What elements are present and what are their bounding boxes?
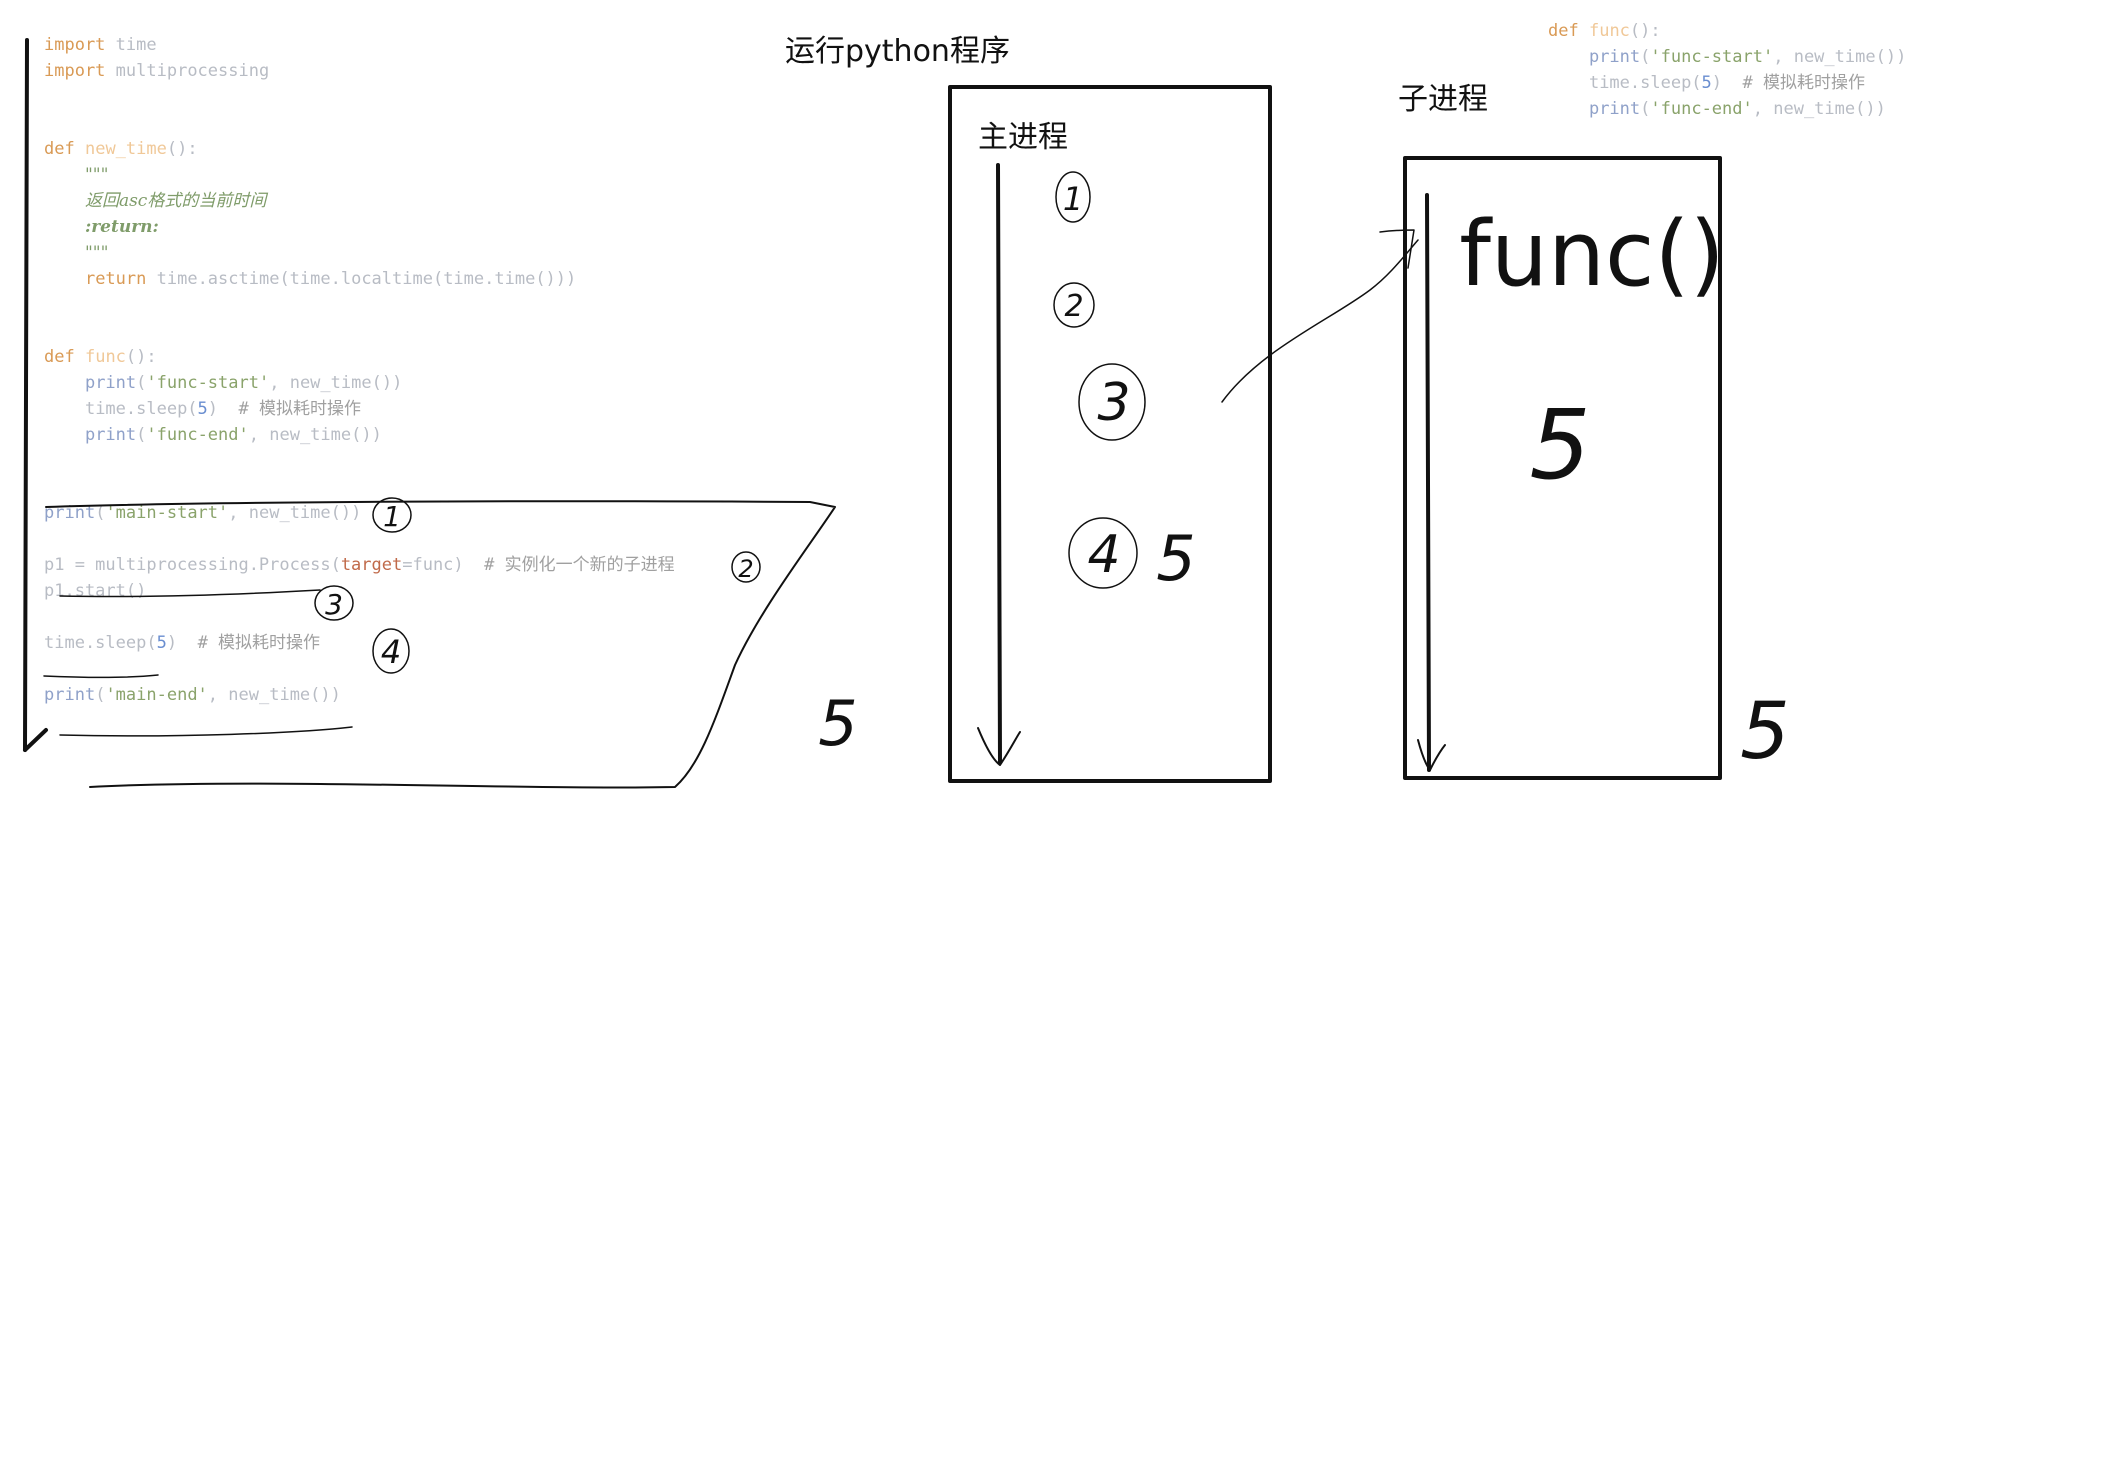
- code-number-2: 2: [738, 555, 753, 583]
- code-line: def func():: [44, 347, 157, 367]
- code-number-4: 4: [381, 633, 401, 671]
- main-duration-5-a: 5: [1156, 522, 1195, 595]
- spawn-connector: [1221, 239, 1419, 403]
- underline-p1: [59, 589, 321, 598]
- code-line: p1 = multiprocessing.Process(target=func…: [44, 555, 675, 575]
- code-line: def new_time():: [44, 139, 198, 159]
- code-line: print('main-end', new_time()): [44, 685, 341, 705]
- main-process-timeline: [996, 163, 1002, 764]
- code-line: import multiprocessing: [44, 61, 270, 81]
- underline-sleep: [43, 674, 159, 679]
- code-line: time.sleep(5) # 模拟耗时操作: [44, 633, 321, 653]
- code-block-left: import time import multiprocessing def n…: [44, 35, 675, 705]
- page-title: 运行python程序: [785, 34, 1010, 69]
- child-duration-5-inner: 5: [1529, 389, 1590, 501]
- step-circle-1: [1055, 171, 1091, 223]
- main-duration-5-b: 5: [818, 687, 857, 760]
- left-timeline-line: [23, 38, 29, 752]
- code-line: print('main-start', new_time()): [44, 503, 362, 523]
- child-process-timeline: [1425, 193, 1431, 772]
- code-line: import time: [44, 35, 157, 55]
- main-code-outline: [45, 500, 836, 789]
- underline-main-end: [59, 726, 353, 737]
- docstring: :return:: [84, 217, 159, 237]
- code-circle-4: [372, 628, 410, 674]
- spawn-connector-tick: [1379, 229, 1415, 269]
- code-block-right: def func(): print('func-start', new_time…: [1548, 21, 1907, 119]
- code-number-3: 3: [325, 588, 343, 621]
- left-timeline-arrowhead: [23, 728, 48, 752]
- code-line: def func():: [1548, 21, 1661, 41]
- docstring: """: [84, 243, 109, 263]
- child-process-arrowhead: [1417, 739, 1446, 771]
- main-process-label: 主进程: [978, 120, 1068, 155]
- step-circle-2: [1053, 282, 1095, 328]
- docstring: """: [84, 165, 109, 185]
- step-circle-4: [1068, 517, 1138, 589]
- code-number-1: 1: [383, 500, 401, 533]
- step-number-1: 1: [1063, 180, 1083, 218]
- main-process-arrowhead: [977, 727, 1021, 766]
- step-number-3: 3: [1097, 373, 1130, 433]
- code-circle-3: [314, 585, 354, 621]
- code-circle-1: [372, 497, 412, 533]
- child-duration-5-outer: 5: [1740, 687, 1790, 777]
- child-process-box: [1403, 156, 1722, 780]
- step-circle-3: [1078, 363, 1146, 441]
- main-process-box: [948, 85, 1272, 783]
- code-circle-2: [731, 551, 761, 583]
- child-process-label: 子进程: [1398, 82, 1488, 117]
- func-call-label: func(): [1459, 202, 1724, 307]
- docstring: 返回asc格式的当前时间: [84, 191, 267, 211]
- step-number-4: 4: [1087, 525, 1120, 585]
- step-number-2: 2: [1064, 289, 1083, 324]
